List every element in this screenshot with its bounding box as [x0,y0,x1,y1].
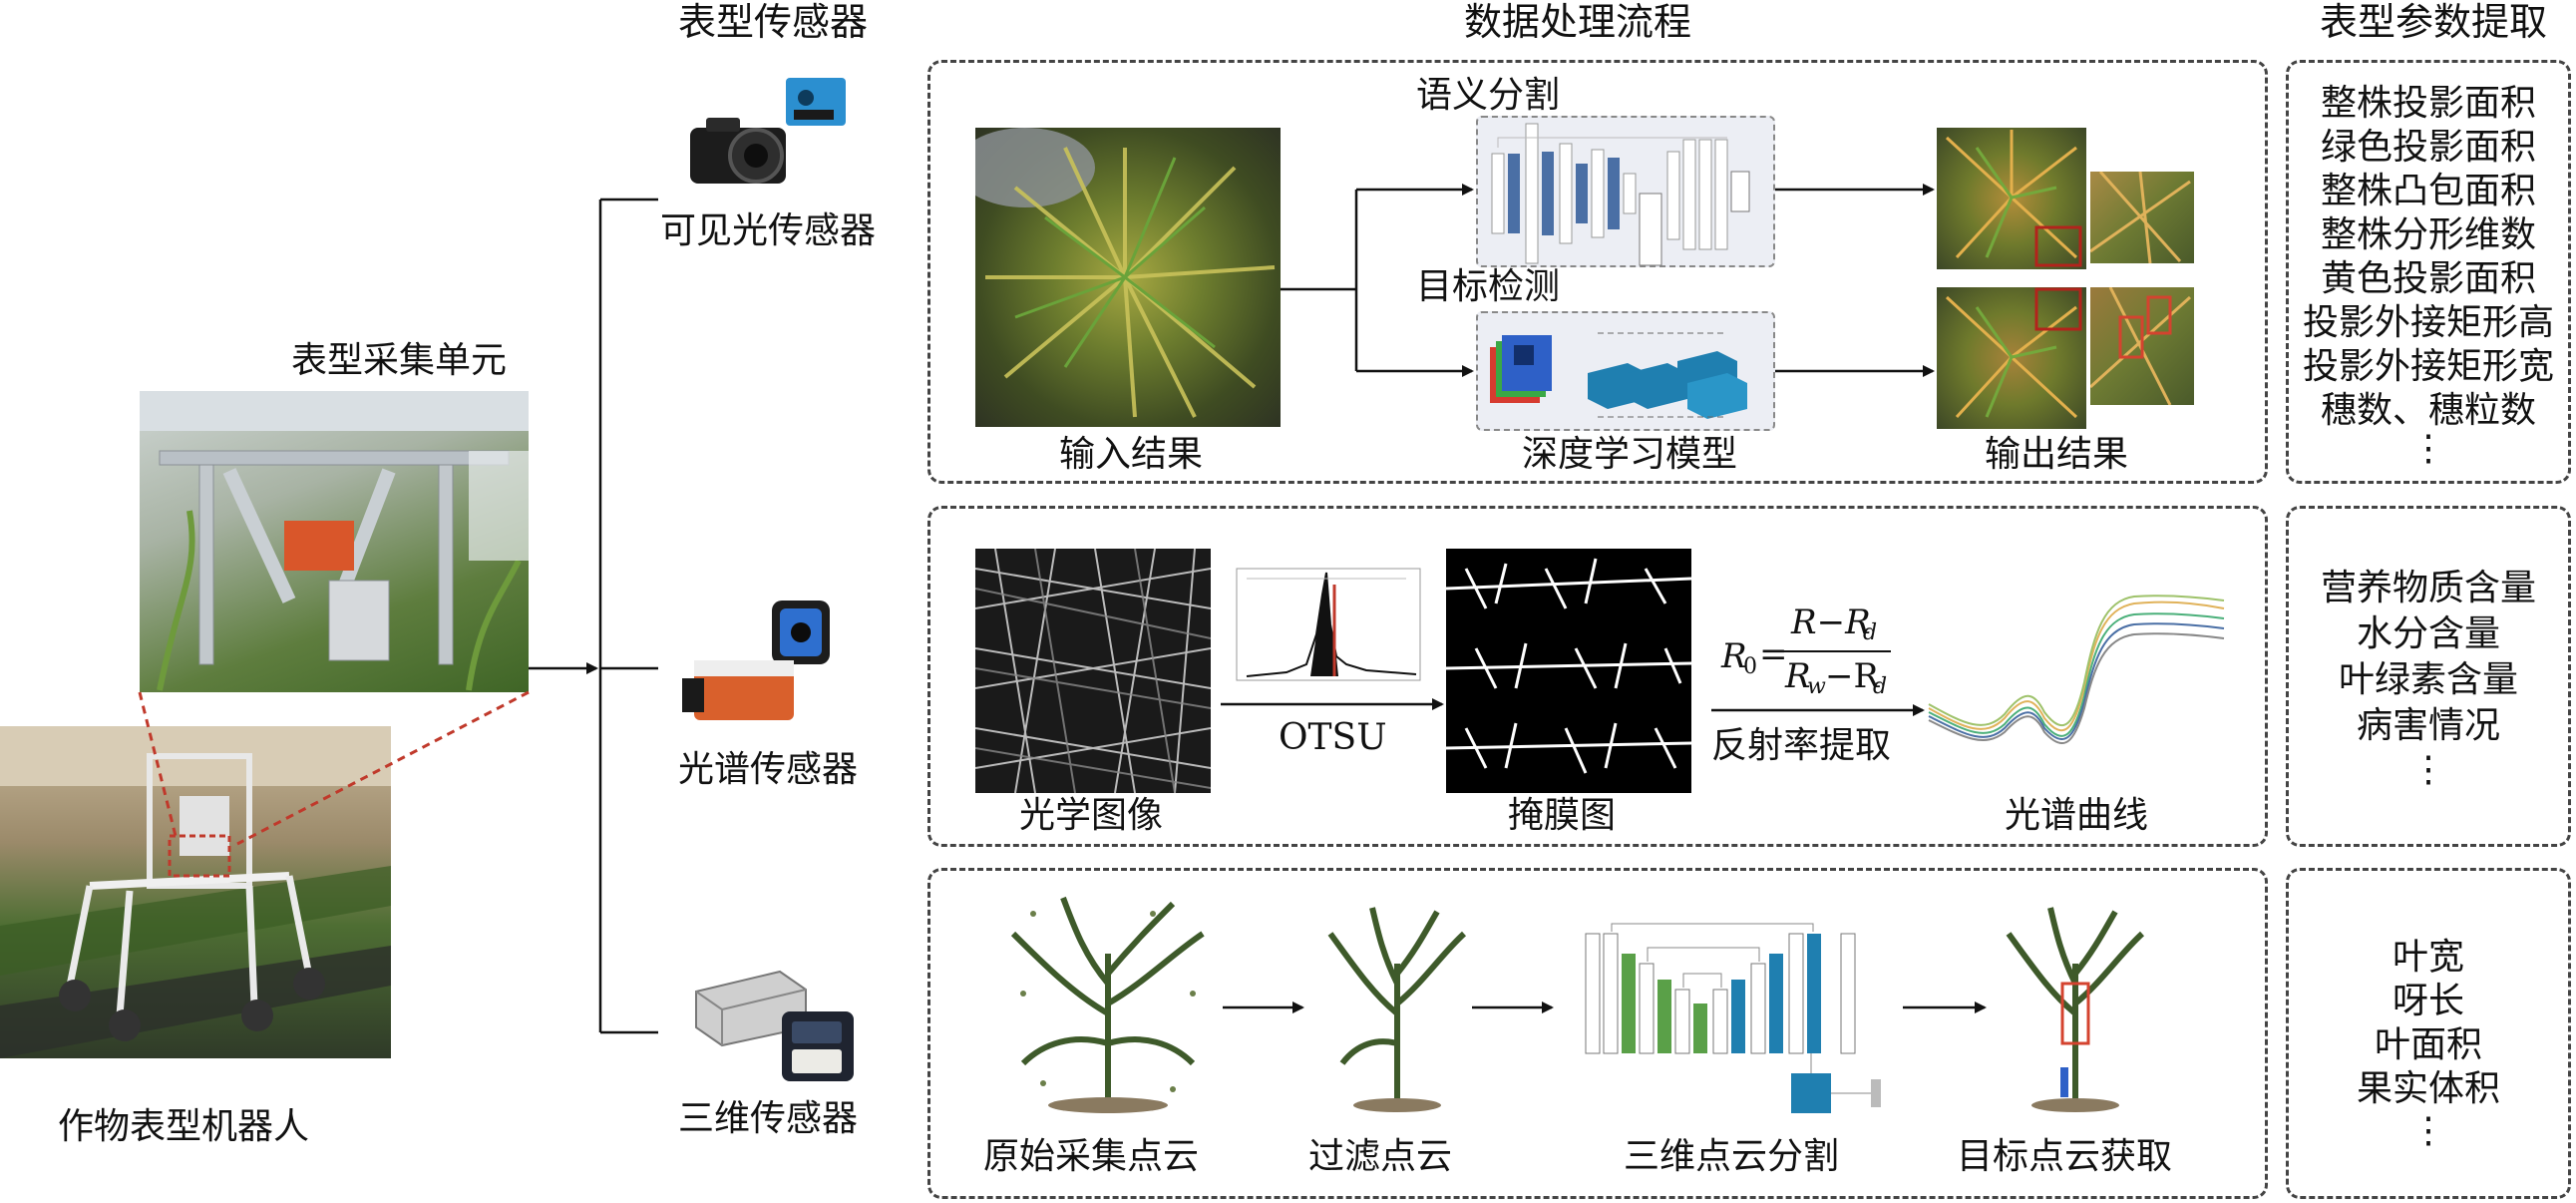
optical-image [975,549,1211,793]
formula-fraction-bar [1783,650,1891,652]
raw-pointcloud [1010,896,1205,1113]
reflectance-label: 反射率提取 [1711,725,1892,766]
seg-zoom-illustration [2090,172,2191,263]
params-list-3d: 叶宽 呀长 叶面积 果实体积 ⋮ [2286,934,2571,1183]
semantic-seg-label: 语义分割 [1416,75,1561,116]
params-box-visible [2286,60,2571,484]
output-detect-zoom [2090,287,2194,405]
object-detect-label: 目标检测 [1416,266,1561,307]
param-item: 整株分形维数 [2320,214,2536,255]
param-ellipsis: ⋮ [2410,428,2446,469]
params-list-visible: 整株投影面积 绿色投影面积 整株凸包面积 整株分形维数 黄色投影面积 投影外接矩… [2286,80,2571,479]
param-item: 黄色投影面积 [2320,258,2536,299]
target-label: 目标点云获取 [1957,1136,2173,1177]
target-pointcloud [2006,907,2145,1112]
sensor-visible-label: 可见光传感器 [660,210,877,251]
sensor-spectral-label: 光谱传感器 [678,749,859,790]
output-label: 输出结果 [1985,434,2129,475]
spectral-curves [1928,595,2225,745]
formula-num: R−R [1791,602,1871,642]
robot-label: 作物表型机器人 [58,1106,310,1147]
spectral-camera-icon [682,601,830,720]
pipeline-box-3d [927,868,2268,1199]
param-item: 整株凸包面积 [2320,171,2536,211]
filter-label: 过滤点云 [1308,1136,1453,1177]
param-item: 病害情况 [2356,705,2500,746]
reflectance-formula: R 0 = R−R d R w −R d [1721,599,1941,708]
otsu-histogram [1236,568,1421,681]
params-list-spectral: 营养物质含量 水分含量 叶绿素含量 病害情况 ⋮ [2286,565,2571,834]
segmentation-net-diagram [1491,123,1750,266]
3d-sensor-icon [695,970,854,1081]
pipeline-box-visible [927,60,2268,484]
collection-unit-illustration [140,391,529,691]
robot-photo [0,726,391,1058]
param-item: 水分含量 [2356,613,2500,654]
output-seg-illustration [1945,130,2082,267]
seg3d-label: 三维点云分割 [1624,1136,1840,1177]
mask-label: 掩膜图 [1508,795,1617,836]
param-item: 呀长 [2392,981,2464,1021]
visible-camera-icon [690,78,846,184]
header-sensors: 表型传感器 [678,0,869,44]
output-detect-photo [1937,287,2086,429]
param-item: 叶绿素含量 [2338,659,2518,700]
pointnet-segmentation-diagram [1585,923,1881,1113]
formula-num-sub: d [1863,620,1878,645]
robot-illustration [0,726,391,1058]
optical-image-texture [975,549,1211,793]
zoom-line-left [138,691,178,837]
detect-zoom-illustration [2090,287,2192,405]
param-item: 营养物质含量 [2320,568,2536,608]
params-box-spectral [2286,506,2571,847]
otsu-label: OTSU [1279,717,1387,758]
param-ellipsis: ⋮ [2410,1110,2446,1151]
formula-den-sub2: d [1873,674,1888,699]
params-box-3d [2286,868,2571,1199]
mask-image [1446,549,1691,793]
unit-label: 表型采集单元 [291,340,508,381]
formula-lhs: R [1721,636,1747,676]
header-params: 表型参数提取 [2320,0,2548,44]
formula-den-sub1: w [1807,674,1826,699]
param-item: 果实体积 [2356,1068,2500,1109]
param-item: 绿色投影面积 [2320,127,2536,168]
param-item: 叶宽 [2392,937,2464,978]
plant-illustration [975,128,1276,418]
param-item: 投影外接矩形高 [2302,302,2554,343]
input-label: 输入结果 [1059,434,1204,475]
param-item: 叶面积 [2374,1024,2482,1065]
output-seg-zoom [2090,172,2194,263]
param-item: 整株投影面积 [2320,83,2536,124]
raw-label: 原始采集点云 [983,1136,1200,1177]
mask-image-texture [1446,558,1691,774]
detection-net-diagram [1490,332,1747,419]
curve-label: 光谱曲线 [2005,795,2149,836]
header-pipeline: 数据处理流程 [1464,0,1692,44]
filtered-pointcloud [1327,907,1467,1112]
formula-den-mid: −R [1825,656,1880,696]
formula-eq: = [1759,634,1788,674]
output-seg-photo [1937,128,2086,269]
param-item: 投影外接矩形宽 [2302,346,2554,387]
formula-den: R [1785,656,1811,696]
output-detect-illustration [1945,287,2082,419]
input-plant-photo [975,128,1281,427]
formula-lhs-sub: 0 [1743,654,1757,679]
collection-unit-photo [140,391,529,692]
detection-net [1476,311,1775,431]
pipeline-box-spectral [927,506,2268,847]
param-ellipsis: ⋮ [2410,749,2446,790]
model-label: 深度学习模型 [1522,434,1738,475]
param-item: 穗数、穗粒数 [2320,390,2536,431]
segmentation-net [1476,116,1775,267]
sensor-3d-label: 三维传感器 [678,1098,859,1139]
optical-label: 光学图像 [1019,795,1164,836]
